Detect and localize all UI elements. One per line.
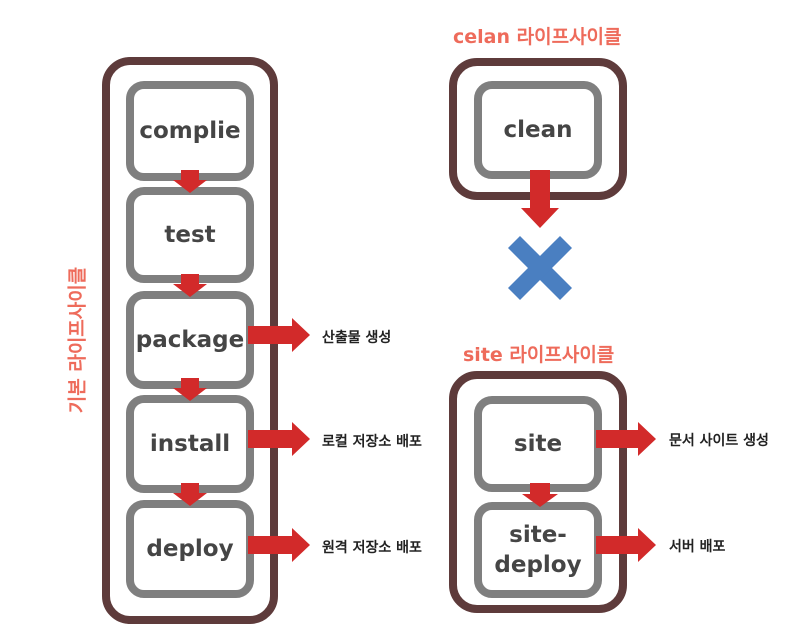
site-lifecycle-title: site 라이프사이클 [463,344,615,366]
note-deploy: 원격 저장소 배포 [322,540,422,556]
arrow-test-to-package [173,274,207,297]
arrow-package-to-install [173,378,207,401]
phase-complie: complie [126,81,254,181]
arrow-site-deploy-note [596,528,656,562]
note-install: 로컬 저장소 배포 [322,434,422,450]
note-site-deploy: 서버 배포 [669,539,726,555]
arrow-deploy-note [248,528,310,562]
arrow-package-note [248,318,310,352]
note-package: 산출물 생성 [322,330,392,346]
x-mark-icon [507,235,573,301]
clean-lifecycle-title: celan 라이프사이클 [453,26,622,48]
arrow-site-to-site-deploy [522,483,558,507]
phase-site-deploy: site- deploy [474,502,602,598]
note-site: 문서 사이트 생성 [669,433,769,449]
arrow-complie-to-test [173,170,207,193]
arrow-clean-down [521,170,559,228]
arrow-install-note [248,422,310,456]
phase-clean: clean [474,81,602,179]
arrow-install-to-deploy [173,483,207,506]
arrow-site-note [596,422,656,456]
